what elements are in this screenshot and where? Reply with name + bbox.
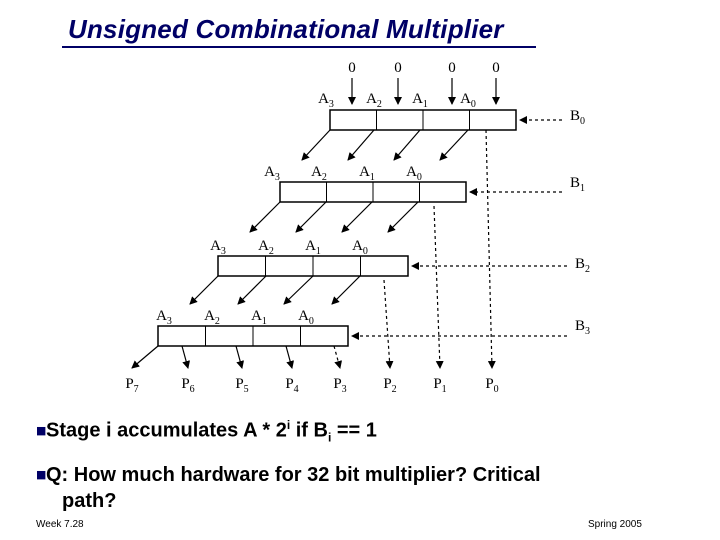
product-bit-label: P5: [235, 376, 248, 395]
stage-subscript: i: [327, 430, 332, 445]
a-bit-label: A3: [318, 91, 334, 110]
stage-connector-arrow: [283, 275, 314, 305]
stage-connector-arrow: [439, 129, 469, 161]
a-bit-label: A1: [305, 238, 321, 257]
bullet-marker-icon: ■: [36, 423, 47, 437]
b-bit-label: B2: [575, 256, 590, 275]
product-output-arrow: [383, 279, 394, 369]
a-bit-label: A3: [264, 164, 280, 183]
product-output-arrow: [131, 345, 159, 369]
stage-connector-arrow: [341, 201, 373, 233]
footer-term: Spring 2005: [588, 519, 642, 530]
a-bit-label: A1: [412, 91, 428, 110]
stage-text-suffix: == 1: [331, 419, 377, 442]
stage-exponent: i: [286, 418, 291, 432]
product-output-arrow: [333, 345, 343, 369]
a-bit-label: A2: [258, 238, 274, 257]
slide-title: Unsigned Combinational Multiplier: [68, 14, 504, 44]
stage-connector-arrow: [301, 129, 331, 161]
a-bit-label: A3: [156, 308, 172, 327]
a-bit-label: A1: [359, 164, 375, 183]
product-output-arrow: [485, 129, 496, 369]
a-bit-label: A3: [210, 238, 226, 257]
stage-connector-arrow: [347, 129, 375, 161]
product-output-arrow: [433, 205, 444, 369]
b-bit-label: B0: [570, 108, 585, 127]
product-bit-label: P7: [125, 376, 138, 395]
a-bit-label: A2: [311, 164, 327, 183]
footer-week: Week 7.28: [36, 519, 84, 530]
a-bit-label: A2: [366, 91, 382, 110]
question-line-2: path?: [62, 490, 117, 512]
stage-connector-arrow: [295, 201, 327, 233]
a-bit-label: A1: [251, 308, 267, 327]
question-line-1: Q: How much hardware for 32 bit multipli…: [46, 464, 541, 486]
a-bit-label: A2: [204, 308, 220, 327]
title-underline: [62, 46, 536, 48]
stage-connector-arrow: [393, 129, 421, 161]
product-bit-label: P3: [333, 376, 346, 395]
a-bit-label: A0: [406, 164, 422, 183]
stage-connector-arrow: [237, 275, 267, 305]
product-bit-label: P4: [285, 376, 298, 395]
b-bit-label: B3: [575, 318, 590, 337]
b-bit-label: B1: [570, 175, 585, 194]
stage-connector-arrow: [189, 275, 219, 305]
product-bit-label: P0: [485, 376, 498, 395]
bullet-question: ■Q: How much hardware for 32 bit multipl…: [36, 464, 541, 487]
stage-text-prefix: Stage i accumulates A * 2: [46, 419, 287, 442]
stage-text-mid: if B: [290, 419, 328, 442]
zero-input-label: 0: [394, 60, 402, 76]
zero-input-label: 0: [348, 60, 356, 76]
a-bit-label: A0: [460, 91, 476, 110]
product-bit-label: P2: [383, 376, 396, 395]
product-bit-label: P6: [181, 376, 194, 395]
a-bit-label: A0: [352, 238, 368, 257]
zero-input-label: 0: [448, 60, 456, 76]
a-bit-label: A0: [298, 308, 314, 327]
product-output-arrow: [235, 345, 245, 369]
stage-connector-arrow: [249, 201, 281, 233]
stage-connector-arrow: [331, 275, 361, 305]
product-output-arrow: [285, 345, 295, 369]
stage-connector-arrow: [387, 201, 419, 233]
bullet-stage: ■Stage i accumulates A * 2i if Bi == 1: [36, 418, 377, 445]
product-bit-label: P1: [433, 376, 446, 395]
product-output-arrow: [181, 345, 191, 369]
bullet-marker-icon: ■: [36, 468, 47, 481]
zero-input-label: 0: [492, 60, 500, 76]
